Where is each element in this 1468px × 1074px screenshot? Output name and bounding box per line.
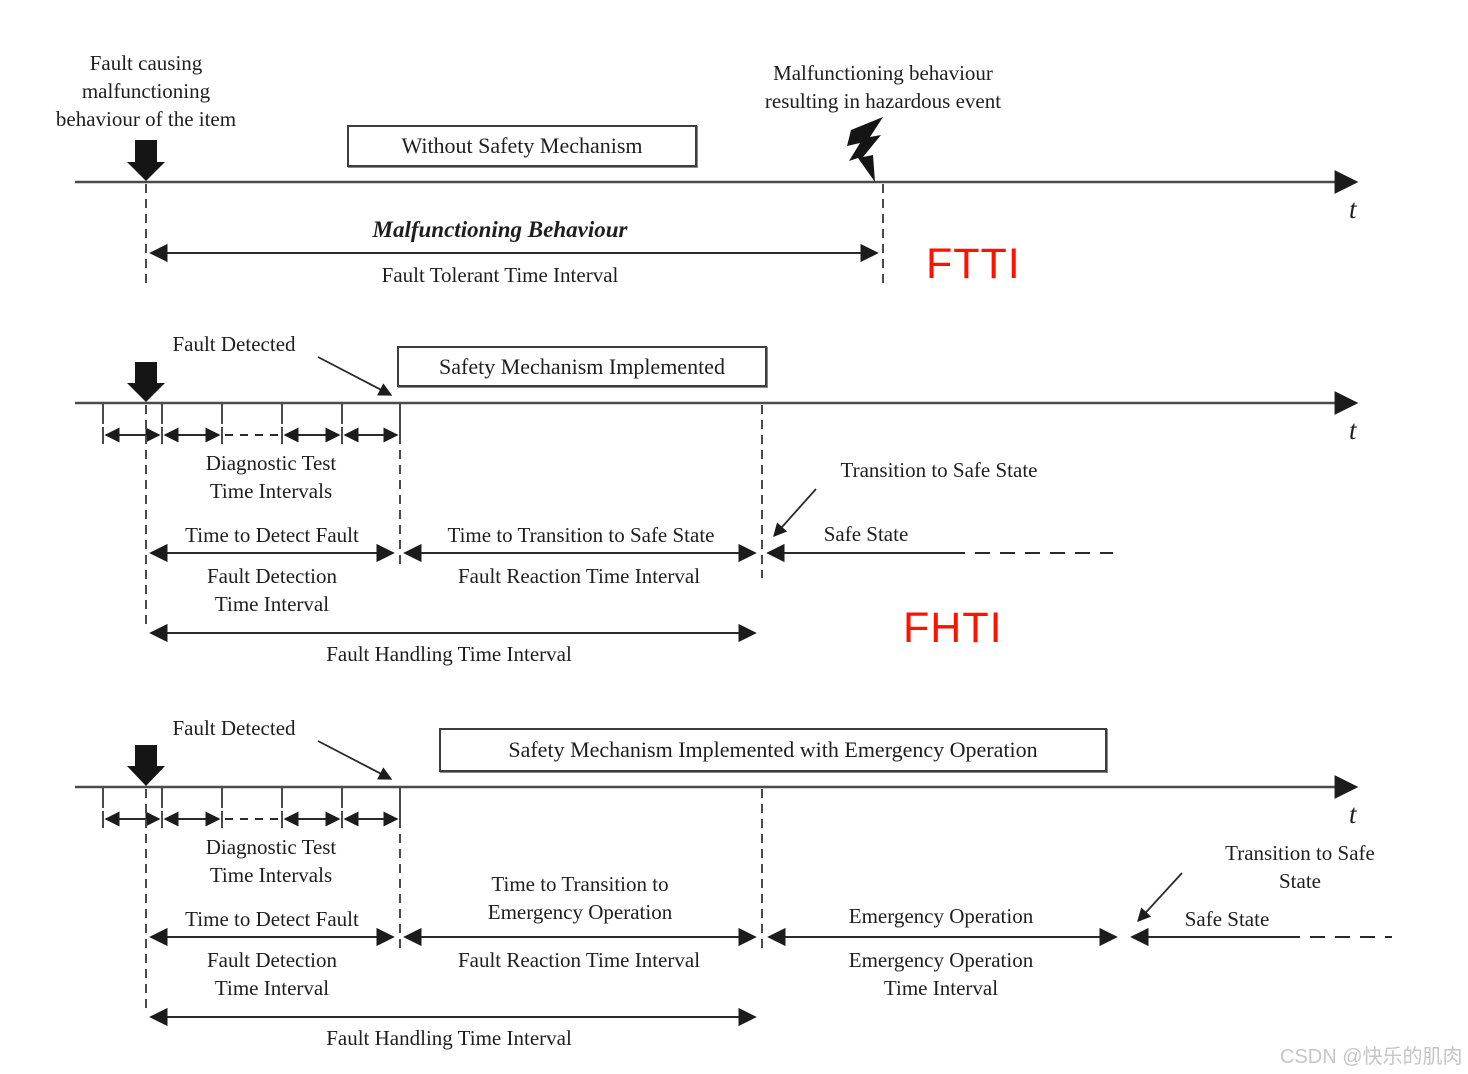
label-fault-reaction-interval-2: Fault Reaction Time Interval: [457, 564, 701, 588]
label-fault-detected-3: Fault Detected: [172, 716, 296, 740]
callout-arrow-fault-detected-3: [317, 740, 393, 780]
label-transition-to-safe-state-2: Transition to Safe State: [840, 458, 1038, 482]
tick-group-3: [102, 788, 401, 828]
fault-occurrence-arrow-icon-1: [127, 140, 165, 181]
label-fault-reaction-interval-3: Fault Reaction Time Interval: [457, 948, 701, 972]
label-hazard-event: Malfunctioning behaviour resulting in ha…: [764, 61, 1002, 113]
lightning-icon: [847, 117, 883, 182]
time-axis-label-2: t: [1349, 415, 1357, 445]
label-time-to-detect-fault-2: Time to Detect Fault: [185, 523, 359, 547]
safety-mechanism-implemented-box-label: Safety Mechanism Implemented: [439, 353, 725, 379]
label-time-to-transition-safe-state-2: Time to Transition to Safe State: [447, 523, 715, 547]
fault-occurrence-arrow-icon-2: [127, 362, 165, 402]
label-fault-handling-interval-2: Fault Handling Time Interval: [326, 642, 572, 666]
ftti-abbreviation: FTTI: [926, 240, 1021, 288]
label-time-to-detect-fault-3: Time to Detect Fault: [185, 907, 359, 931]
callout-arrow-fault-detected-2: [317, 356, 393, 396]
label-fault-handling-interval-3: Fault Handling Time Interval: [326, 1026, 572, 1050]
label-safe-state-3: Safe State: [1184, 907, 1270, 931]
safety-mechanism-emergency-box: Safety Mechanism Implemented with Emerge…: [439, 728, 1107, 772]
safety-mechanism-implemented-box: Safety Mechanism Implemented: [397, 346, 767, 387]
label-fault-causing-event: Fault causing malfunctioning behaviour o…: [55, 51, 237, 131]
label-fault-detected-2: Fault Detected: [172, 332, 296, 356]
label-fault-tolerant-time-interval: Fault Tolerant Time Interval: [381, 263, 619, 287]
tick-group-2: [102, 404, 401, 444]
fhti-abbreviation: FHTI: [903, 604, 1003, 652]
safety-mechanism-emergency-box-label: Safety Mechanism Implemented with Emerge…: [508, 737, 1038, 762]
label-safe-state-2: Safe State: [823, 522, 909, 546]
without-safety-mechanism-box: Without Safety Mechanism: [347, 125, 697, 167]
callout-arrow-transition-3: [1137, 872, 1183, 922]
label-fault-detection-interval-3: Fault Detection Time Interval: [206, 948, 338, 1000]
label-diagnostic-test-intervals-3: Diagnostic Test Time Intervals: [205, 835, 337, 887]
time-axis-label-3: t: [1349, 799, 1357, 829]
without-safety-mechanism-box-label: Without Safety Mechanism: [401, 133, 643, 158]
label-emergency-operation-interval-3: Emergency Operation Time Interval: [848, 948, 1034, 1000]
label-time-to-transition-emergency-3: Time to Transition to Emergency Operatio…: [487, 872, 673, 924]
time-axis-label-1: t: [1349, 194, 1357, 224]
label-malfunctioning-behaviour: Malfunctioning Behaviour: [372, 217, 628, 242]
fault-occurrence-arrow-icon-3: [127, 745, 165, 786]
label-emergency-operation-3: Emergency Operation: [848, 904, 1034, 928]
label-transition-to-safe-state-3: Transition to Safe State: [1225, 841, 1375, 893]
label-diagnostic-test-intervals-2: Diagnostic Test Time Intervals: [205, 451, 337, 503]
csdn-watermark: CSDN @快乐的肌肉: [1280, 1046, 1463, 1068]
callout-arrow-transition-2: [773, 488, 817, 538]
label-fault-detection-interval-2: Fault Detection Time Interval: [206, 564, 338, 616]
